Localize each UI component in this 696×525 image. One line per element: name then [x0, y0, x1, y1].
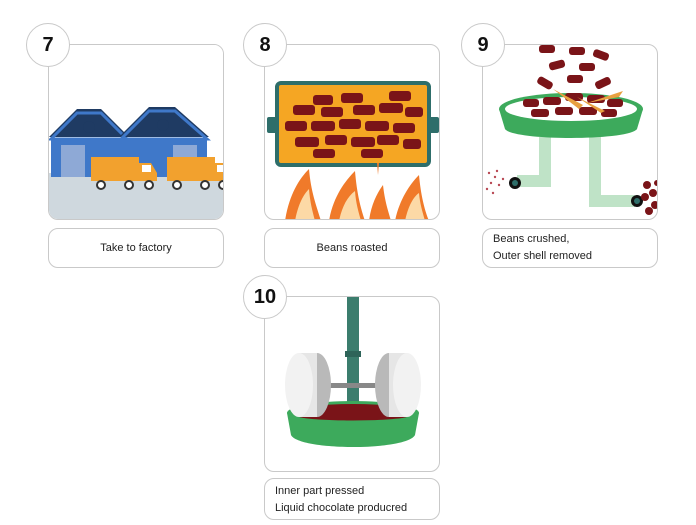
truck-icon	[91, 157, 157, 190]
step-9-caption-line-2: Outer shell removed	[493, 250, 593, 262]
step-7-caption: Take to factory	[48, 228, 224, 268]
step-8-number: 8	[243, 23, 287, 67]
step-8-caption: Beans roasted	[264, 228, 440, 268]
step-7-number: 7	[26, 23, 70, 67]
press-millstone-illustration	[285, 297, 421, 447]
step-10-caption-line-1: Inner part pressed	[275, 485, 365, 497]
flame-icon	[285, 163, 429, 219]
step-7-caption-text: Take to factory	[100, 241, 172, 254]
step-8-caption-text: Beans roasted	[316, 241, 388, 254]
step-10-number: 10	[243, 275, 287, 319]
roaster-illustration	[267, 81, 439, 219]
step-10-caption-line-2: Liquid chocolate producred	[275, 502, 408, 514]
step-9-caption-line-1: Beans crushed,	[493, 233, 570, 245]
step-10-card	[264, 296, 440, 472]
step-10-caption: Inner part pressed Liquid chocolate prod…	[264, 478, 440, 520]
truck-icon	[167, 157, 223, 190]
step-9-caption: Beans crushed, Outer shell removed	[482, 228, 658, 268]
step-8-card	[264, 44, 440, 220]
step-9-card	[482, 44, 658, 220]
crusher-bowl-illustration	[485, 45, 657, 215]
warehouse-illustration	[49, 45, 223, 219]
step-7-card	[48, 44, 224, 220]
step-9-number: 9	[461, 23, 505, 67]
